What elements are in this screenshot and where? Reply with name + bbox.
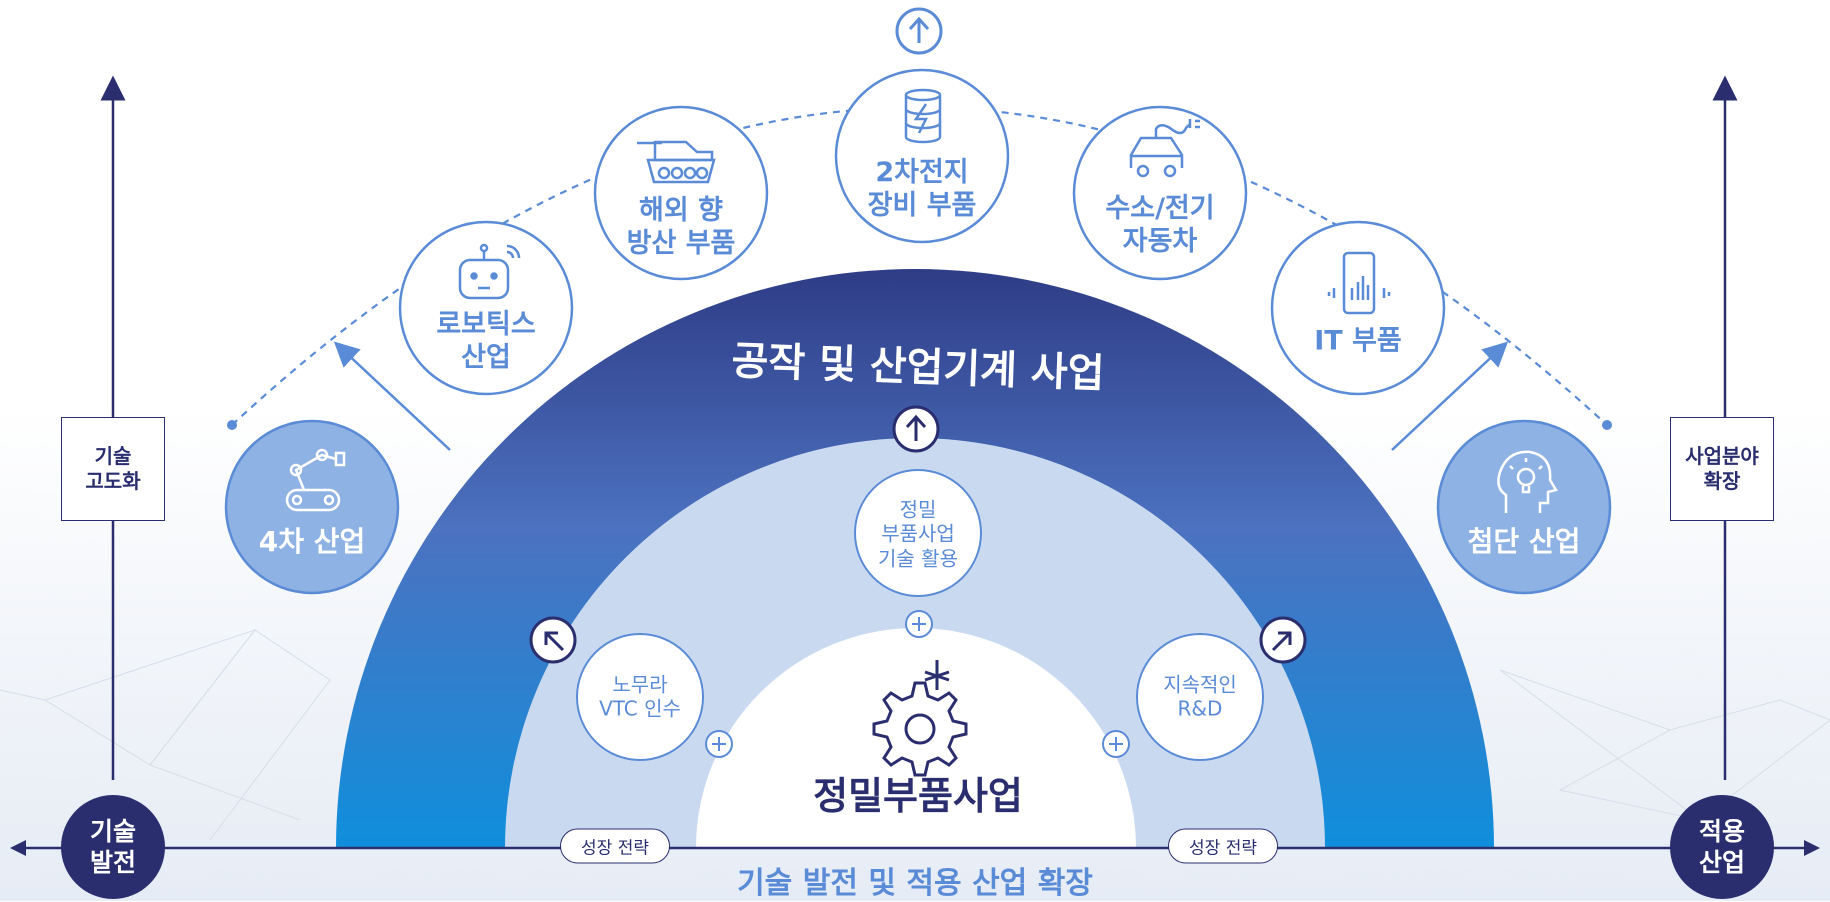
inner-circle-left — [576, 633, 704, 761]
right-axis-box: 사업분야 확장 — [1670, 417, 1774, 521]
left-corner-badge: 기술 발전 — [61, 795, 165, 899]
growth-strategy-badge: 성장 전략 — [560, 828, 670, 864]
satellite-circle-advanced — [1436, 419, 1612, 595]
inner-item-left: 노무라 VTC 인수 — [599, 672, 681, 721]
satellite-circle-car — [1072, 105, 1248, 281]
dashed-arc-end-right — [1602, 420, 1612, 430]
right-axis-box-label: 사업분야 확장 — [1685, 444, 1759, 493]
up-left-arrow-icon — [529, 616, 577, 664]
plus-icon — [705, 730, 733, 758]
right-corner-label: 적용 산업 — [1698, 816, 1745, 877]
core-arc — [696, 628, 1136, 848]
robot-arm-icon — [285, 448, 346, 512]
up-right-arrow-icon — [1259, 616, 1307, 664]
satellite-label-advanced: 첨단 산업 — [1467, 524, 1581, 558]
smartphone-icon — [1327, 251, 1391, 315]
inner-circle-top — [854, 469, 982, 597]
plus-icon — [1102, 730, 1130, 758]
left-axis-box-label: 기술 고도화 — [85, 444, 141, 493]
satellite-circle-battery — [834, 68, 1010, 244]
tank-icon — [637, 140, 716, 184]
core-title: 정밀부품사업 — [813, 773, 1023, 818]
satellite-label-it: IT 부품 — [1314, 325, 1402, 357]
electric-car-icon — [1129, 119, 1200, 178]
satellite-label-car: 수소/전기 자동차 — [1105, 193, 1215, 257]
battery-icon — [904, 88, 942, 144]
satellite-circle-4th-industry — [224, 419, 400, 595]
satellite-label-battery: 2차전지 장비 부품 — [867, 157, 977, 221]
background-network — [0, 629, 1830, 841]
dashed-arc-end-left — [227, 420, 237, 430]
satellite-circle-robotics — [398, 220, 574, 396]
satellite-label-robotics: 로보틱스 산업 — [436, 309, 536, 373]
inner-item-top: 정밀 부품사업 기술 활용 — [878, 497, 958, 571]
right-growth-arrow — [1391, 341, 1509, 451]
bottom-axis-title: 기술 발전 및 적용 산업 확장 — [737, 866, 1093, 901]
plus-icon — [905, 610, 933, 638]
inner-item-right: 지속적인 R&D — [1163, 672, 1237, 721]
satellite-circle-it — [1270, 220, 1446, 396]
inner-circle-right — [1136, 633, 1264, 761]
up-arrow-icon — [895, 7, 943, 55]
growth-strategy-badge: 성장 전략 — [1168, 828, 1278, 864]
right-corner-badge: 적용 산업 — [1670, 795, 1774, 899]
bottom-axis-right-arrow — [1804, 840, 1820, 856]
left-axis-box: 기술 고도화 — [61, 417, 165, 521]
left-growth-arrow — [333, 341, 451, 451]
gear-icon — [872, 660, 968, 777]
robot-icon — [458, 243, 521, 300]
left-corner-label: 기술 발전 — [89, 816, 136, 877]
bottom-axis-left-arrow — [10, 840, 26, 856]
satellite-circle-defense — [593, 105, 769, 281]
up-arrow-icon — [892, 405, 940, 453]
satellite-label-defense: 해외 향 방산 부품 — [626, 195, 736, 259]
head-bulb-icon — [1497, 450, 1558, 513]
satellite-label-4th-industry: 4차 산업 — [258, 524, 366, 558]
